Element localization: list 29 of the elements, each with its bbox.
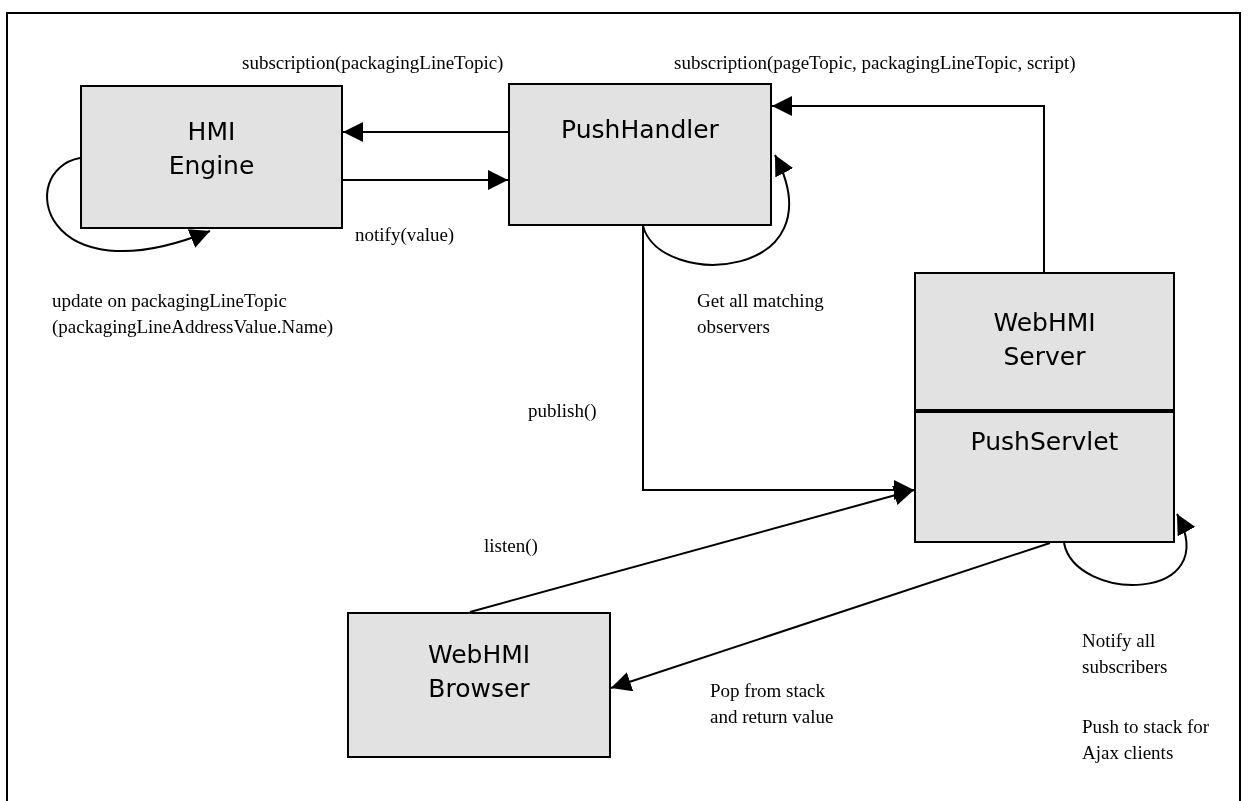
box-label: PushServlet [970,426,1119,458]
box-label: WebHMI Server [993,307,1096,373]
process-box [347,612,611,758]
box-label: PushHandler [561,114,719,146]
process-box [508,83,772,226]
arrow [610,542,1051,692]
note-text: Push to stack for Ajax clients [1082,715,1211,765]
arrow [342,122,509,142]
edge-label: Get all matching observers [697,289,825,339]
arrow [469,485,915,613]
edge-label: Notify all subscribers [1082,629,1169,679]
edge-label: update on packagingLineTopic (packagingLineAddressValue.Name) [52,289,335,339]
arrow [642,154,792,266]
edge-label: listen() [484,534,538,558]
arrow [46,157,211,252]
edge-label: notify(value) [355,223,455,247]
process-box [914,411,1175,543]
edge-label: Pop from stack and return value [710,679,835,729]
arrow [771,96,1045,273]
edge-label: subscription(pageTopic, packagingLineTopic, script) [674,51,1076,75]
process-box [80,85,343,229]
edge-label: subscription(packagingLineTopic) [242,51,504,75]
edge-label: publish() [528,399,597,423]
process-box [914,272,1175,411]
box-label: HMI Engine [168,116,255,182]
arrow [642,225,915,500]
arrow [1063,513,1194,586]
box-label: WebHMI Browser [427,639,531,705]
arrow [342,170,509,190]
